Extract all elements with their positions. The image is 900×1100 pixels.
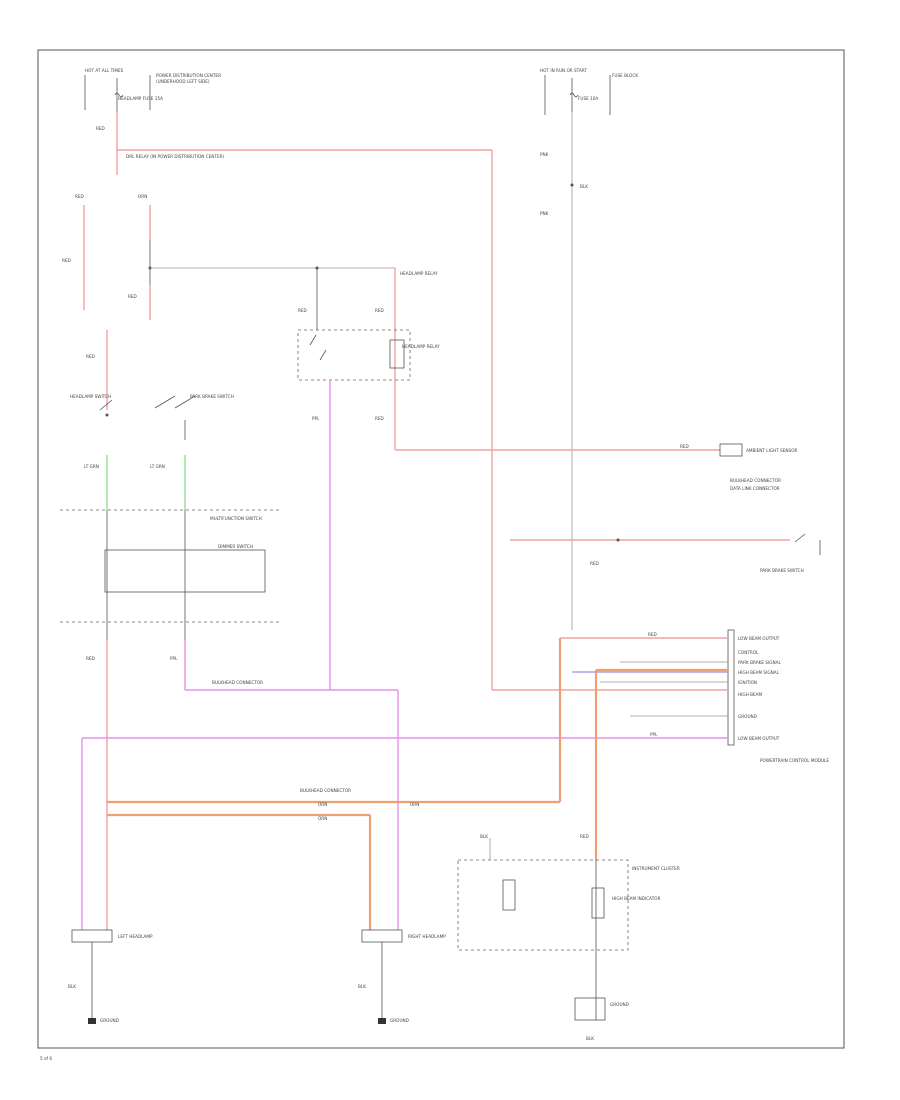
relay-block-label: DRL RELAY (IN POWER DISTRIBUTION CENTER) bbox=[126, 154, 225, 159]
footer-code: 5 of 6 bbox=[40, 1056, 52, 1061]
left-headlamp: LEFT HEADLAMP BLK GROUND bbox=[68, 929, 153, 1024]
right-headlamp: RIGHT HEADLAMP BLK GROUND bbox=[358, 929, 446, 1024]
wire-label-orn-2: ORN bbox=[318, 816, 327, 821]
wire-label-ppl-1: PPL bbox=[312, 416, 320, 421]
multifunction-switch-label: MULTIFUNCTION SWITCH bbox=[210, 516, 262, 521]
wire-label-red-1: RED bbox=[96, 126, 105, 131]
ambient-light-sensor: AMBIENT LIGHT SENSOR BULKHEAD CONNECTOR … bbox=[719, 443, 797, 491]
wire-label-grn-2: LT GRN bbox=[150, 464, 165, 469]
pcm-row-4: HIGH BEAM SIGNAL bbox=[738, 670, 780, 675]
bulkhead-label: BULKHEAD CONNECTOR bbox=[730, 478, 781, 483]
wire-label-red-3: RED bbox=[128, 294, 137, 299]
instrument-cluster-label: INSTRUMENT CLUSTER bbox=[632, 866, 680, 871]
wire-label-red-5: RED bbox=[375, 308, 384, 313]
wire-label-blk-bottom: BLK bbox=[586, 1036, 594, 1041]
headlamp-feed-wires: RED PPL BULKHEAD CONNECTOR BULKHEAD CONN… bbox=[81, 638, 598, 930]
pcm-row-3: PARK BRAKE SIGNAL bbox=[738, 660, 781, 665]
high-beam-indicator-label: HIGH BEAM INDICATOR bbox=[612, 896, 661, 901]
cluster-box bbox=[457, 859, 629, 951]
fuse-block-label-right: FUSE BLOCK bbox=[612, 73, 638, 78]
wire-label-grn-1: LT GRN bbox=[84, 464, 99, 469]
wire-label-top-a: RED bbox=[75, 194, 84, 199]
right-ground-label: GROUND bbox=[390, 1018, 409, 1023]
wire-label-red-ic: RED bbox=[580, 834, 589, 839]
cluster-ground-label: GROUND bbox=[610, 1002, 629, 1007]
wire-label-orn-3: ORN bbox=[410, 802, 419, 807]
fuse-label-left: HEADLAMP FUSE 15A bbox=[118, 96, 163, 101]
pcm-row-8: LOW BEAM OUTPUT bbox=[738, 736, 780, 741]
wire-label-pnk-top2: PNK bbox=[540, 211, 549, 216]
wire-label-red-8: RED bbox=[86, 354, 95, 359]
instrument-cluster: BLK RED INSTRUMENT CLUSTER HIGH BEAM IND… bbox=[457, 834, 680, 1041]
hot-label-right: HOT IN RUN OR START bbox=[540, 68, 587, 73]
bulkhead-label-2: BULKHEAD CONNECTOR bbox=[212, 680, 263, 685]
headlamp-relay: HEADLAMP RELAY RED RED HEADLAMP RELAY PP… bbox=[297, 268, 720, 690]
wire-label-ppl-2: PPL bbox=[170, 656, 178, 661]
right-ground-icon bbox=[378, 1018, 386, 1024]
wire-label-pnk-top: PNK bbox=[540, 152, 549, 157]
wire-label-red-6: RED bbox=[375, 416, 384, 421]
relay-box bbox=[297, 329, 411, 381]
pcm-label: POWERTRAIN CONTROL MODULE bbox=[760, 758, 829, 763]
top-right-power-feed: HOT IN RUN OR START FUSE BLOCK FUSE 10A … bbox=[540, 68, 638, 630]
park-brake-switch-label: PARK BRAKE SWITCH bbox=[190, 394, 234, 399]
pcm-row-6: HIGH BEAM bbox=[738, 692, 762, 697]
pcm-row-1: LOW BEAM OUTPUT bbox=[738, 636, 780, 641]
pcm-module: LOW BEAM OUTPUT CONTROL PARK BRAKE SIGNA… bbox=[82, 533, 829, 763]
hot-label-left: HOT AT ALL TIMES bbox=[85, 68, 124, 73]
wire-label-blk-ic: BLK bbox=[480, 834, 488, 839]
wire-label-orn-1: ORN bbox=[318, 802, 327, 807]
fuse-block-label-left: POWER DISTRIBUTION CENTER bbox=[156, 73, 221, 78]
ambient-sensor-label: AMBIENT LIGHT SENSOR bbox=[746, 448, 797, 453]
wire-label-red-7: RED bbox=[680, 444, 689, 449]
left-feed-column: RED ORN RED RED bbox=[62, 194, 395, 320]
wire-label-red-9: RED bbox=[86, 656, 95, 661]
pcm-row-5: IGNITION bbox=[738, 680, 757, 685]
pcm-wire-label-1: RED bbox=[648, 632, 657, 637]
headlamp-switch-label: HEADLAMP SWITCH bbox=[70, 394, 111, 399]
left-headlamp-label: LEFT HEADLAMP bbox=[118, 934, 153, 939]
wire-label-blk-right: BLK bbox=[358, 984, 366, 989]
headlamp-switch: RED HEADLAMP SWITCH PARK BRAKE SWITCH LT… bbox=[60, 330, 280, 640]
splice-label-mid: BULKHEAD CONNECTOR bbox=[300, 788, 351, 793]
fuse-block-sublabel-left: (UNDERHOOD LEFT SIDE) bbox=[156, 79, 210, 84]
pcm-row-7: GROUND bbox=[738, 714, 757, 719]
diagram-frame bbox=[37, 49, 845, 1049]
wire-label-top-b: ORN bbox=[138, 194, 147, 199]
park-brake-label-right: PARK BRAKE SWITCH bbox=[760, 568, 804, 573]
dimmer-switch-label: DIMMER SWITCH bbox=[218, 544, 253, 549]
top-left-power-feed: HOT AT ALL TIMES POWER DISTRIBUTION CENT… bbox=[84, 68, 493, 690]
splice-label-park: RED bbox=[590, 561, 599, 566]
dlc-label: DATA LINK CONNECTOR bbox=[730, 486, 780, 491]
headlamp-relay-label: HEADLAMP RELAY bbox=[400, 271, 438, 276]
left-ground-icon bbox=[88, 1018, 96, 1024]
right-headlamp-label: RIGHT HEADLAMP bbox=[408, 934, 446, 939]
wire-label-red-2: RED bbox=[62, 258, 71, 263]
pcm-wire-label-8: PPL bbox=[650, 732, 658, 737]
pcm-box bbox=[727, 629, 735, 746]
relay-coil-label: HEADLAMP RELAY bbox=[402, 344, 440, 349]
fuse-label-right: FUSE 10A bbox=[578, 96, 598, 101]
wire-label-red-4: RED bbox=[298, 308, 307, 313]
left-ground-label: GROUND bbox=[100, 1018, 119, 1023]
pcm-row-2: CONTROL bbox=[738, 650, 759, 655]
splice-label-right: BLK bbox=[580, 184, 588, 189]
wire-label-blk-left: BLK bbox=[68, 984, 76, 989]
